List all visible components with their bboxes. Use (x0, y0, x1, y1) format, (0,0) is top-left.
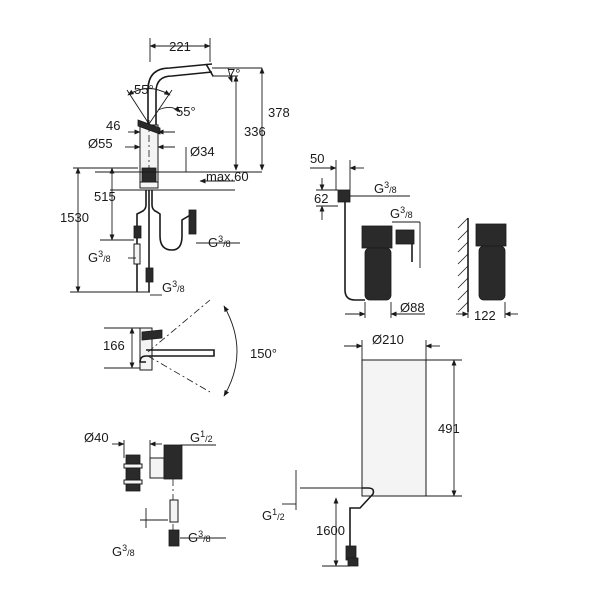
dim-cable-length: 1600 (316, 523, 345, 538)
boiler-tank (361, 359, 427, 497)
valve-br-label: G3/8 (188, 529, 211, 545)
dim-filter-top: 50 (310, 151, 324, 166)
faucet-side-view: 221 7° 55° 55° 46 Ø55 Ø34 336 378 max.60… (60, 38, 290, 296)
dim-body-diameter: Ø55 (88, 136, 113, 151)
filter-conn2-label: G3/8 (390, 205, 413, 221)
supply-hose-left (136, 190, 147, 292)
dim-spout-tilt: 7° (228, 66, 240, 81)
dim-spout-reach: 221 (169, 39, 191, 54)
dim-lever-offset: 46 (106, 118, 120, 133)
dim-valve-diameter: Ø40 (84, 430, 109, 445)
dim-boiler-diameter: Ø210 (372, 332, 404, 347)
valve-left-body (125, 454, 141, 492)
boiler-conn-label: G1/2 (262, 507, 285, 523)
dim-swivel-right: 55° (176, 104, 196, 119)
faucet-plan-view: 150° 166 (103, 299, 277, 397)
conn-bottom-label: G3/8 (162, 279, 185, 295)
boiler: Ø210 491 G1/2 1600 (262, 332, 462, 567)
dim-boiler-height: 491 (438, 421, 460, 436)
dim-hose-upper: 515 (94, 189, 116, 204)
dim-max-deck: max.60 (206, 169, 249, 184)
valve-assembly: Ø40 G1/2 G3/8 G3/8 (84, 429, 226, 559)
valve-bl-label: G3/8 (112, 543, 135, 559)
valve-top-label: G1/2 (190, 429, 213, 445)
filter-cartridge (364, 247, 392, 301)
filter-front-view: 50 62 G3/8 G3/8 Ø88 (310, 151, 425, 318)
dim-filter-diameter: Ø88 (400, 300, 425, 315)
supply-hose-right (151, 190, 193, 251)
filter-side-view: 122 (456, 217, 518, 323)
dim-plan-offset: 166 (103, 338, 125, 353)
filter-head (337, 189, 351, 203)
spout-plan (139, 349, 215, 363)
dim-height-total: 378 (268, 105, 290, 120)
dim-hole-diameter: Ø34 (190, 144, 215, 159)
valve-right-body (163, 444, 183, 480)
dim-swivel-left: 55° (134, 82, 154, 97)
conn-left-label: G3/8 (88, 249, 111, 265)
conn-right-label: G3/8 (208, 234, 231, 250)
dim-filter-head: 62 (314, 191, 328, 206)
dim-filter-depth: 122 (474, 308, 496, 323)
dim-swivel-range: 150° (250, 346, 277, 361)
filter-conn1-label: G3/8 (374, 180, 397, 196)
dim-height-outlet: 336 (244, 124, 266, 139)
dim-hose-total: 1530 (60, 210, 89, 225)
